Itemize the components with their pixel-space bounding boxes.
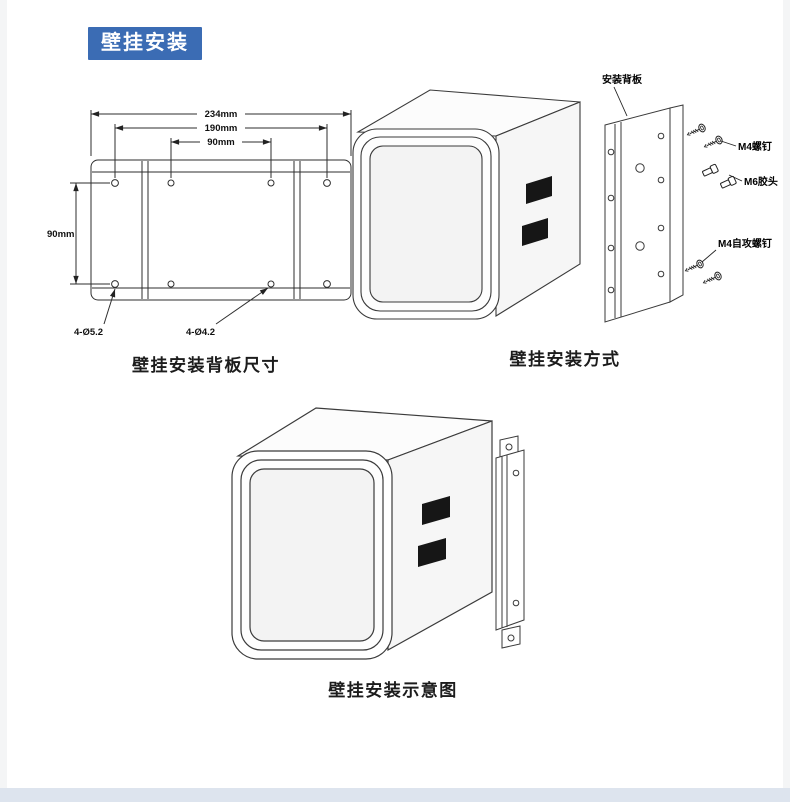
figure-caption-installed: 壁挂安装示意图 bbox=[328, 681, 458, 700]
bottom-edge-band bbox=[0, 788, 790, 802]
device-scan-window bbox=[249, 468, 375, 642]
figure-installed-view: 壁挂安装示意图 bbox=[228, 388, 558, 701]
mounting-backplate bbox=[604, 104, 684, 323]
device-label-sticker bbox=[526, 176, 552, 204]
device-label-sticker bbox=[422, 496, 450, 525]
dim-190: 190mm bbox=[205, 123, 238, 134]
wall-bracket bbox=[495, 435, 525, 649]
figure-caption-backplate: 壁挂安装背板尺寸 bbox=[132, 356, 280, 375]
section-title-badge: 壁挂安装 bbox=[88, 27, 202, 60]
device-label-sticker bbox=[522, 218, 548, 246]
hole-callout-large: 4-Ø5.2 bbox=[74, 327, 103, 338]
m6-plug-icon bbox=[701, 163, 720, 179]
installed-view-drawing bbox=[231, 407, 525, 660]
label-m6-plug: M6胶头 bbox=[744, 175, 778, 188]
m4-screw-icon bbox=[685, 122, 707, 139]
label-m4-tapping: M4自攻螺钉 bbox=[718, 237, 772, 250]
backplate-drawing: 234mm 190mm 90mm 90mm 4-Ø5.2 4-Ø4.2 bbox=[47, 109, 352, 338]
scanner-device bbox=[231, 407, 493, 660]
scanner-device bbox=[352, 89, 581, 320]
exploded-view-drawing: 安装背板 M4螺钉 M6胶头 M4自攻螺钉 bbox=[352, 73, 778, 323]
device-label-sticker bbox=[418, 538, 446, 567]
m4-screw-icon bbox=[702, 134, 724, 151]
plate-outline bbox=[90, 159, 352, 301]
hole-callout-small: 4-Ø4.2 bbox=[186, 327, 215, 338]
figure-backplate-dimensions: 234mm 190mm 90mm 90mm 4-Ø5.2 4-Ø4.2 壁挂安装… bbox=[46, 98, 366, 376]
fasteners bbox=[683, 122, 738, 287]
figure-mounting-method: 安装背板 M4螺钉 M6胶头 M4自攻螺钉 壁挂安装方式 bbox=[350, 70, 780, 370]
dim-234: 234mm bbox=[205, 109, 238, 120]
device-scan-window bbox=[369, 145, 483, 303]
dim-90-inner: 90mm bbox=[207, 137, 234, 148]
device-right-face bbox=[495, 101, 581, 317]
device-right-face bbox=[387, 420, 493, 652]
label-backplate: 安装背板 bbox=[602, 73, 643, 86]
dim-90-height: 90mm bbox=[47, 229, 74, 240]
mounting-holes bbox=[111, 179, 331, 288]
m4-tapping-screw-icon bbox=[701, 270, 723, 287]
figure-caption-exploded: 壁挂安装方式 bbox=[509, 350, 621, 369]
right-edge-band bbox=[783, 0, 790, 802]
m6-plug-icon bbox=[719, 175, 738, 191]
label-m4-screw: M4螺钉 bbox=[738, 140, 772, 153]
left-edge-band bbox=[0, 0, 7, 802]
m4-tapping-screw-icon bbox=[683, 258, 705, 275]
